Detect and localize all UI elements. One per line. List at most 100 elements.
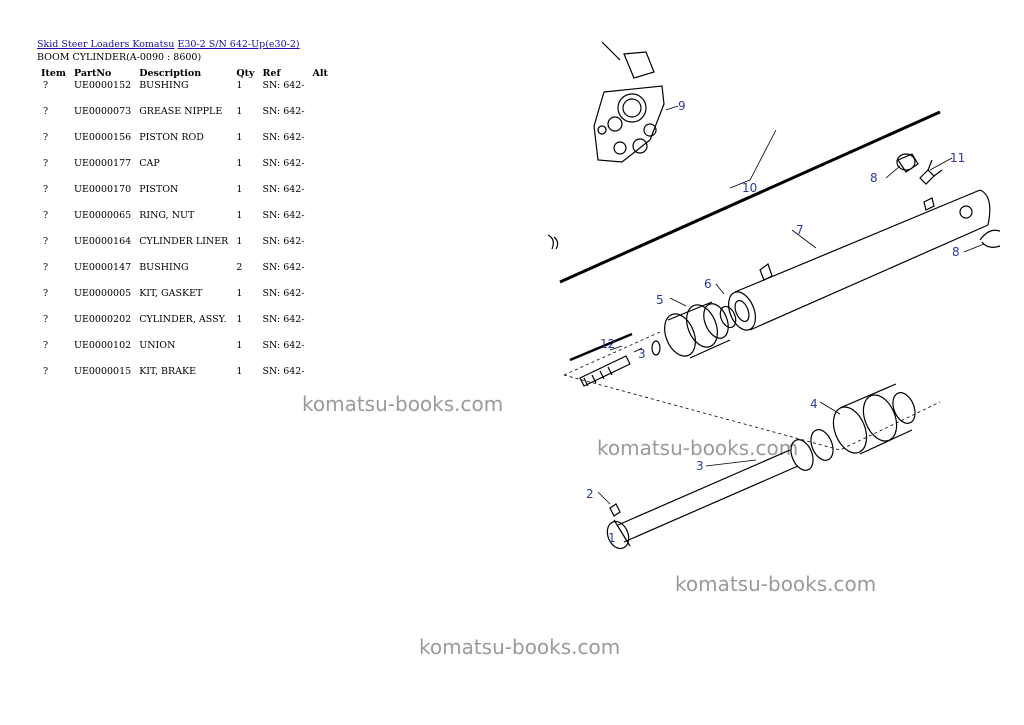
breadcrumb-link-model-family[interactable]: Skid Steer Loaders Komatsu: [37, 39, 175, 50]
cell-ref: SN: 642-: [262, 340, 305, 351]
cell-alt: [309, 236, 332, 262]
cell-item: ?: [43, 340, 49, 351]
cell-item: ?: [43, 288, 49, 299]
col-header-partno: PartNo: [73, 67, 112, 79]
page-subtitle: BOOM CYLINDER(A-0090 : 8600): [37, 52, 202, 63]
cell-qty: 1: [236, 106, 243, 117]
part-10-line: [559, 110, 941, 284]
breadcrumb: Skid Steer Loaders Komatsu E30-2 S/N 642…: [37, 39, 300, 50]
table-row: ? UE0000102 UNION 1 SN: 642-: [37, 340, 332, 366]
boom-cylinder-exploded-diagram: 1 2 3 4 5 6 7 8 8 9 10 11 12 3: [547, 41, 1000, 550]
callout-8: 8: [870, 171, 878, 185]
breadcrumb-link-model[interactable]: E30-2 S/N 642-Up(e30-2): [177, 39, 300, 50]
cell-alt: [309, 210, 332, 236]
watermark: komatsu-books.com: [675, 572, 877, 596]
cell-item: ?: [43, 158, 49, 169]
cell-qty: 1: [236, 132, 243, 143]
cut-edge-mark: [547, 234, 559, 250]
cell-ref: SN: 642-: [262, 106, 305, 117]
cell-ref: SN: 642-: [262, 288, 305, 299]
cell-item: ?: [43, 236, 49, 247]
cell-qty: 1: [236, 340, 243, 351]
cell-description: BUSHING: [139, 262, 189, 273]
cell-partno: UE0000102: [73, 340, 132, 351]
part-4-piston: [790, 383, 916, 471]
cell-description: KIT, GASKET: [139, 288, 203, 299]
col-header-item: Item: [41, 67, 66, 79]
cell-partno: UE0000147: [73, 262, 132, 273]
cell-qty: 1: [236, 184, 243, 195]
cell-partno: UE0000073: [73, 106, 132, 117]
part-11-fitting: [919, 159, 943, 185]
cell-qty: 1: [236, 288, 243, 299]
part-12-union: [569, 332, 661, 387]
cell-ref: SN: 642-: [262, 262, 305, 273]
part-5-6-cap: [664, 301, 737, 359]
cell-alt: [309, 184, 332, 210]
cell-description: GREASE NIPPLE: [139, 106, 223, 117]
col-header-description: Description: [139, 67, 202, 79]
callout-1: 1: [608, 531, 616, 545]
part-8-bushing: [896, 153, 1000, 248]
col-header-qty: Qty: [236, 67, 255, 79]
cell-ref: SN: 642-: [262, 184, 305, 195]
callout-3: 3: [696, 459, 704, 473]
cell-ref: SN: 642-: [262, 80, 305, 91]
cell-alt: [309, 262, 332, 288]
callout-leaders: [597, 105, 985, 505]
cell-description: PISTON ROD: [139, 132, 204, 143]
cell-partno: UE0000005: [73, 288, 132, 299]
cell-description: UNION: [139, 340, 176, 351]
assembly-guide: [563, 331, 941, 451]
cell-ref: SN: 642-: [262, 314, 305, 325]
callout-6: 6: [704, 277, 712, 291]
cell-alt: [309, 288, 332, 314]
cell-partno: UE0000202: [73, 314, 132, 325]
cell-description: BUSHING: [139, 80, 189, 91]
cell-description: PISTON: [139, 184, 179, 195]
cell-ref: SN: 642-: [262, 132, 305, 143]
part-9-bracket: [593, 41, 665, 163]
parts-table: Item PartNo Description Qty Ref Alt ?UE0…: [37, 65, 332, 387]
cell-alt: [309, 158, 332, 184]
callout-9: 9: [678, 99, 686, 113]
cell-item: ?: [43, 80, 49, 91]
cell-ref: SN: 642-: [262, 236, 305, 247]
cell-item: ?: [43, 132, 49, 143]
part-2-grease-nipple: [609, 503, 621, 517]
part-3-piston-rod: [606, 449, 799, 550]
cell-alt: [309, 366, 332, 387]
cell-description: CYLINDER LINER: [139, 236, 229, 247]
callout-12: 12: [600, 337, 615, 351]
cell-alt: [309, 106, 332, 132]
callout-10: 10: [742, 181, 757, 195]
cell-alt: [309, 340, 332, 366]
cell-partno: UE0000065: [73, 210, 132, 221]
cell-qty: 2: [236, 262, 243, 273]
callout-4: 4: [810, 397, 818, 411]
col-header-alt: Alt: [312, 67, 328, 79]
cell-ref: SN: 642-: [262, 366, 305, 377]
table-row: ? UE0000005 KIT, GASKET 1 SN: 642-: [37, 288, 332, 314]
cell-partno: UE0000164: [73, 236, 132, 247]
part-7-cylinder-tube: [727, 189, 991, 331]
cell-item: ?: [43, 210, 49, 221]
cell-qty: 1: [236, 366, 243, 377]
cell-partno: UE0000177: [73, 158, 132, 169]
cell-qty: 1: [236, 80, 243, 91]
cell-partno: UE0000170: [73, 184, 132, 195]
cell-description: CAP: [139, 158, 160, 169]
callout-3b: 3: [638, 347, 646, 361]
cell-description: KIT, BRAKE: [139, 366, 197, 377]
callout-11: 11: [950, 151, 965, 165]
cell-qty: 1: [236, 158, 243, 169]
cell-description: CYLINDER, ASSY.: [139, 314, 227, 325]
